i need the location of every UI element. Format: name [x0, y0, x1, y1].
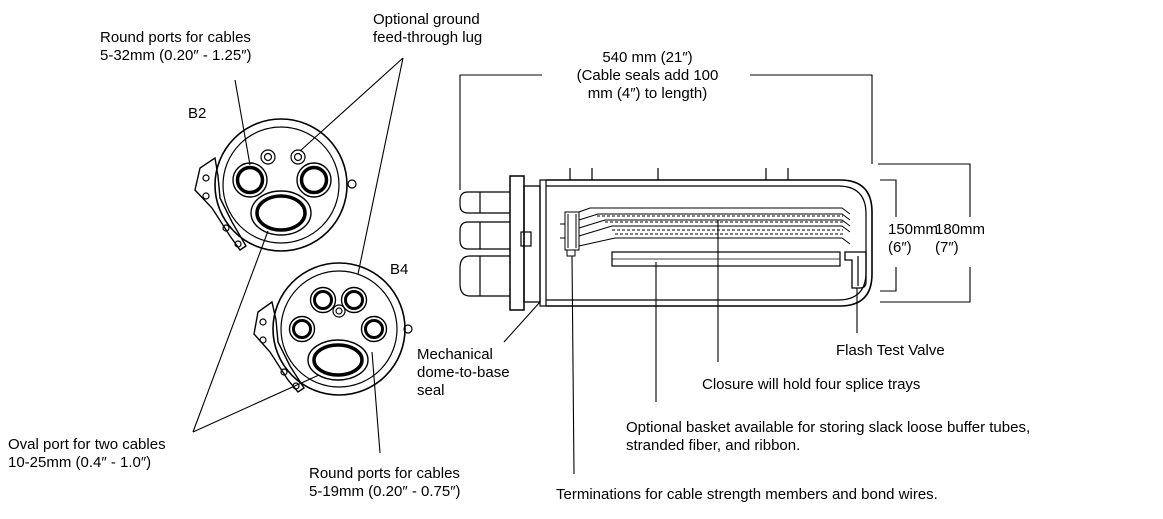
b2-end-plate [194, 118, 357, 252]
oval-port-label: Oval port for two cables 10-25mm (0.4″ -… [8, 436, 166, 471]
closure-side-view [459, 168, 873, 311]
round-ports-bottom-label: Round ports for cables 5-19mm (0.20″ - 0… [309, 465, 461, 500]
dim-150-label: 150mm (6″) [888, 221, 939, 256]
round-ports-top-label: Round ports for cables 5-32mm (0.20″ - 1… [100, 29, 252, 64]
length-dimension-label: 540 mm (21″) (Cable seals add 100 mm (4″… [576, 49, 719, 102]
b2-label: B2 [188, 105, 207, 122]
b4-label: B4 [390, 261, 409, 278]
ground-lug-label: Optional ground feed-through lug [373, 11, 483, 46]
mechanical-seal-label: Mechanical dome-to-base seal [417, 346, 510, 399]
b4-end-plate [253, 262, 413, 396]
dim-180-label: 180mm (7″) [935, 221, 986, 256]
leader-lines [192, 57, 971, 475]
basket-label: Optional basket available for storing sl… [626, 419, 1031, 454]
four-trays-label: Closure will hold four splice trays [702, 376, 921, 393]
flash-valve-label: Flash Test Valve [836, 342, 945, 359]
terminations-label: Terminations for cable strength members … [556, 486, 938, 503]
